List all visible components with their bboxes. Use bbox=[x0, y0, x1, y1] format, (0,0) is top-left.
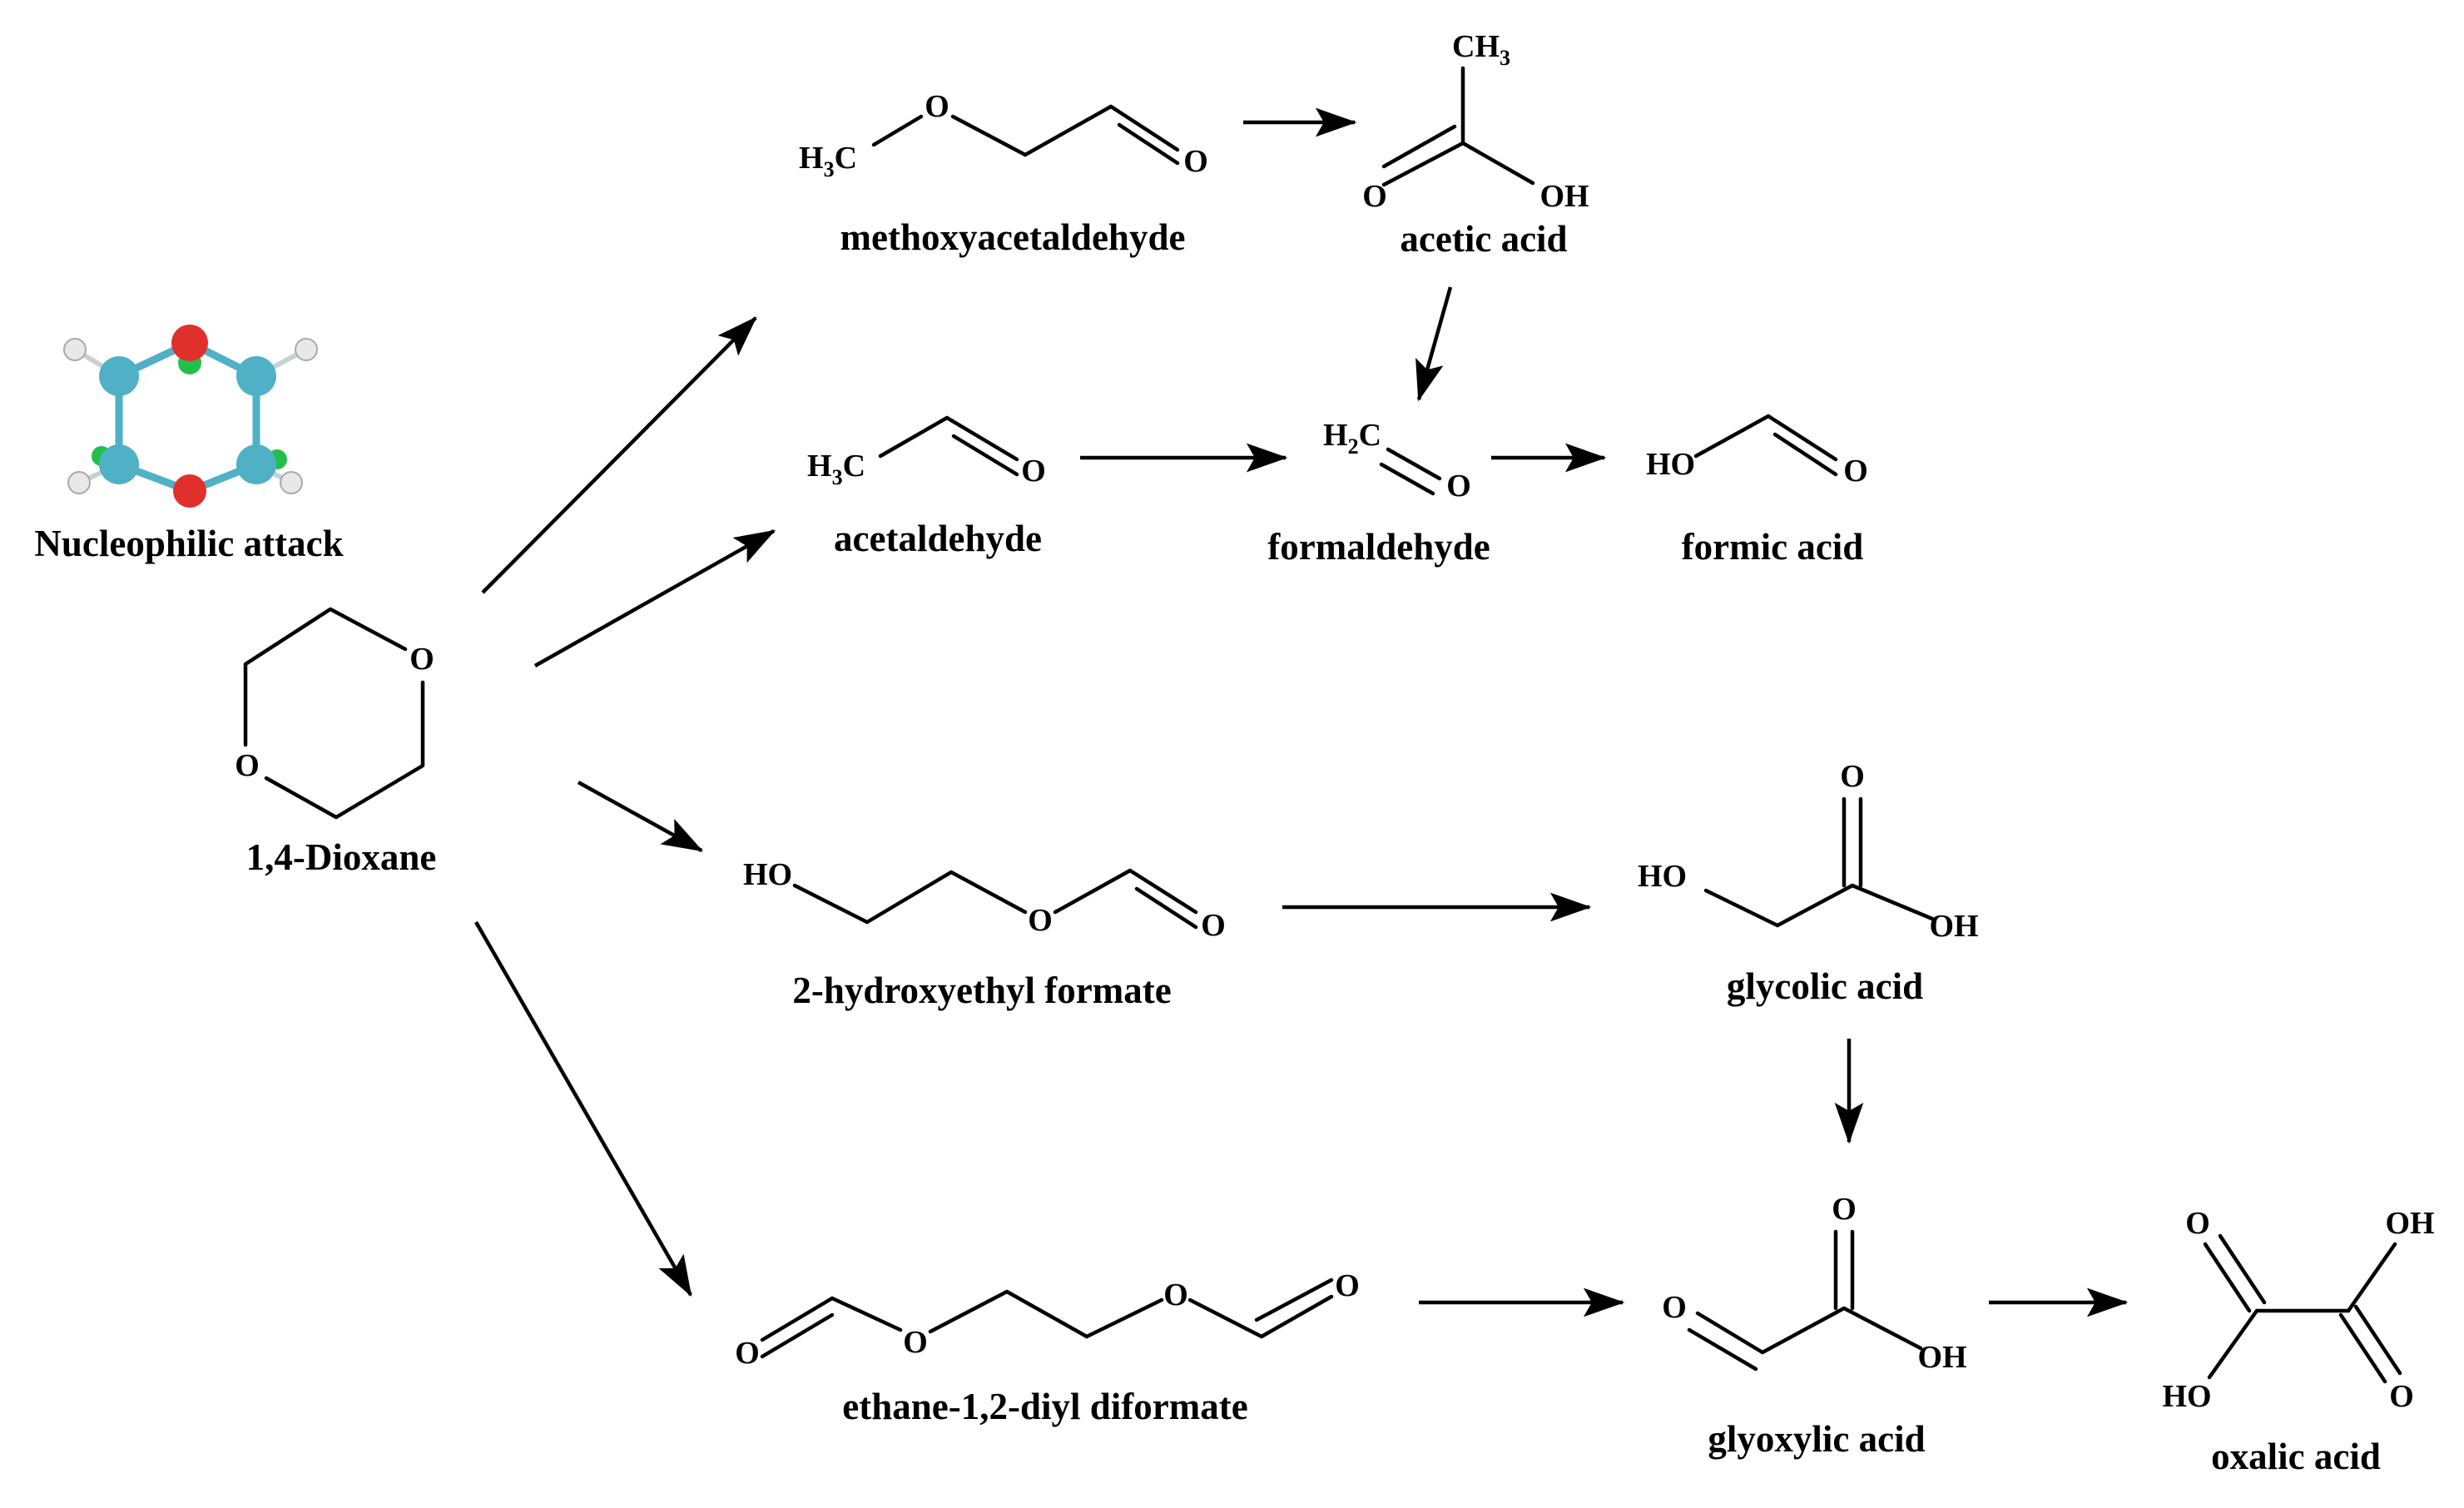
dioxane-label: 1,4-Dioxane bbox=[246, 836, 437, 878]
hydroxyethyl-formate-structure: HO O O bbox=[743, 857, 1226, 943]
atom-o: O bbox=[903, 1325, 928, 1360]
atom-ch3: CH3 bbox=[1452, 29, 1510, 70]
formaldehyde-structure: H2C O bbox=[1323, 418, 1471, 503]
arrow-dioxane-to-hydroxyethyl-formate bbox=[577, 781, 704, 852]
atom-o: O bbox=[735, 1336, 760, 1371]
atom-o: O bbox=[235, 748, 260, 783]
atom-o: O bbox=[409, 642, 434, 677]
atom-o: O bbox=[2185, 1206, 2210, 1241]
atom-o: O bbox=[1362, 179, 1387, 214]
atom-o: O bbox=[1843, 454, 1868, 489]
acetaldehyde-label: acetaldehyde bbox=[834, 518, 1042, 559]
arrow-dioxane-to-acetaldehyde bbox=[533, 529, 776, 667]
atom-h3c: H3C bbox=[807, 449, 865, 489]
atom-ho: HO bbox=[1646, 447, 1695, 482]
acetic-acid-label: acetic acid bbox=[1400, 218, 1567, 260]
hydroxyethyl-formate-label: 2-hydroxyethyl formate bbox=[792, 970, 1171, 1011]
atom-o: O bbox=[1832, 1192, 1857, 1227]
glycolic-acid-structure: O HO OH bbox=[1638, 759, 1979, 944]
formic-acid-label: formic acid bbox=[1682, 526, 1864, 568]
atom-oh: OH bbox=[1917, 1340, 1966, 1375]
atom-o: O bbox=[1840, 759, 1865, 794]
ethane-diformate-structure: O O O O bbox=[735, 1268, 1360, 1371]
nucleophilic-attack-label: Nucleophilic attack bbox=[34, 523, 343, 564]
acetic-acid-structure: CH3 O OH bbox=[1362, 29, 1589, 214]
acetaldehyde-structure: H3C O bbox=[807, 415, 1046, 489]
formic-acid-structure: HO O bbox=[1646, 414, 1868, 489]
oxalic-acid-structure: O OH HO O bbox=[2162, 1206, 2434, 1414]
atom-o: O bbox=[1163, 1277, 1188, 1312]
atom-ho: HO bbox=[2162, 1379, 2211, 1414]
formaldehyde-label: formaldehyde bbox=[1267, 526, 1490, 568]
atom-oh: OH bbox=[2385, 1206, 2434, 1241]
oxalic-acid-label: oxalic acid bbox=[2211, 1436, 2381, 1477]
atom-ho: HO bbox=[1638, 859, 1687, 894]
arrow-dioxane-to-ethane-diformate bbox=[474, 920, 692, 1297]
glyoxylic-acid-structure: O O OH bbox=[1662, 1192, 1966, 1375]
glyoxylic-acid-label: glyoxylic acid bbox=[1708, 1418, 1925, 1460]
atom-o: O bbox=[1183, 144, 1208, 179]
arrow-dioxane-to-methoxyacetaldehyde bbox=[481, 316, 757, 594]
atom-oh: OH bbox=[1929, 909, 1978, 944]
atom-o: O bbox=[1028, 903, 1053, 938]
dioxane-3d-model bbox=[63, 325, 318, 508]
dioxane-structure: O O bbox=[235, 607, 434, 820]
atom-h3c: H3C bbox=[799, 141, 857, 181]
atom-h2c: H2C bbox=[1323, 418, 1381, 459]
atom-o: O bbox=[1021, 454, 1046, 489]
atom-ho: HO bbox=[743, 857, 792, 892]
arrow-acetic-acid-to-formaldehyde bbox=[1415, 286, 1453, 402]
glycolic-acid-label: glycolic acid bbox=[1727, 965, 1923, 1007]
atom-o: O bbox=[1662, 1290, 1687, 1325]
atom-o: O bbox=[925, 89, 949, 124]
methoxyacetaldehyde-structure: H3C O O bbox=[799, 89, 1208, 181]
reaction-arrows bbox=[474, 107, 2129, 1317]
atom-o: O bbox=[1335, 1268, 1360, 1303]
ethane-diformate-label: ethane-1,2-diyl diformate bbox=[842, 1386, 1247, 1427]
atom-o: O bbox=[1446, 469, 1471, 503]
methoxyacetaldehyde-label: methoxyacetaldehyde bbox=[840, 216, 1186, 258]
atom-oh: OH bbox=[1539, 179, 1589, 214]
atom-o: O bbox=[2389, 1379, 2414, 1414]
atom-o: O bbox=[1201, 908, 1226, 943]
